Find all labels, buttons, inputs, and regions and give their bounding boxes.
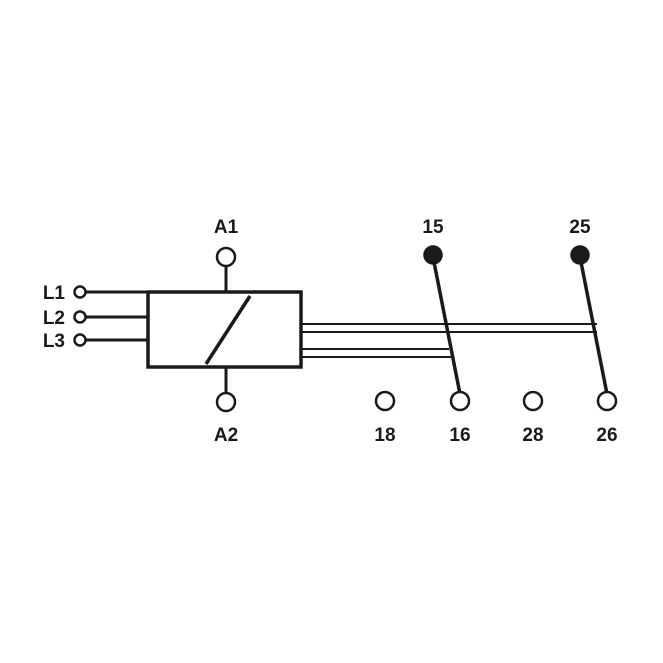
- contact-1-arm: [431, 256, 462, 395]
- t26-terminal: [596, 390, 618, 412]
- t15-label: 15: [422, 217, 444, 238]
- t16-terminal: [449, 390, 471, 412]
- l3-label: L3: [43, 331, 65, 352]
- contact-group-1: 15 18 16: [374, 217, 470, 446]
- t18-terminal: [374, 390, 396, 412]
- t28-label: 28: [522, 425, 543, 446]
- l1-label: L1: [43, 283, 66, 304]
- relay-coil: [146, 290, 303, 369]
- t15-terminal: [423, 245, 443, 265]
- phase-inputs: L1 L2 L3: [43, 283, 148, 352]
- coil-box: [146, 290, 303, 369]
- l2-label: L2: [43, 308, 65, 329]
- contact-group-2: 25 28 26: [522, 217, 617, 446]
- l3-terminal: [73, 333, 87, 347]
- t25-terminal: [570, 245, 590, 265]
- t28-terminal: [522, 390, 544, 412]
- contact-2-arm: [578, 256, 609, 395]
- a1-terminal: [215, 246, 237, 268]
- t26-label: 26: [596, 425, 617, 446]
- a2-label: A2: [214, 425, 238, 446]
- coil-supply: A1 A2: [214, 217, 239, 446]
- t18-label: 18: [374, 425, 395, 446]
- t16-label: 16: [449, 425, 470, 446]
- l1-terminal: [73, 285, 87, 299]
- a2-terminal: [215, 391, 237, 413]
- l2-terminal: [73, 310, 87, 324]
- t25-label: 25: [569, 217, 591, 238]
- coil-diagonal: [204, 295, 252, 365]
- a1-label: A1: [214, 217, 239, 238]
